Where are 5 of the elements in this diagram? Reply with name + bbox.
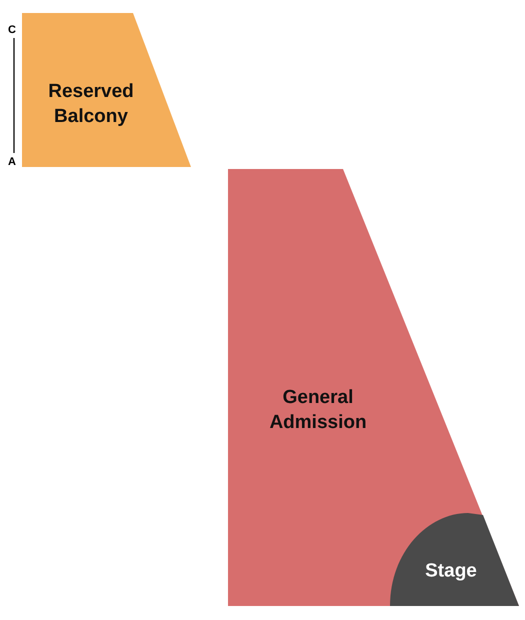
row-letter: C xyxy=(8,24,16,36)
row-letter: A xyxy=(8,156,16,168)
section-label: Reserved Balcony xyxy=(47,80,135,129)
section-label: Stage xyxy=(424,560,478,584)
section-label: General Admission xyxy=(268,386,368,435)
